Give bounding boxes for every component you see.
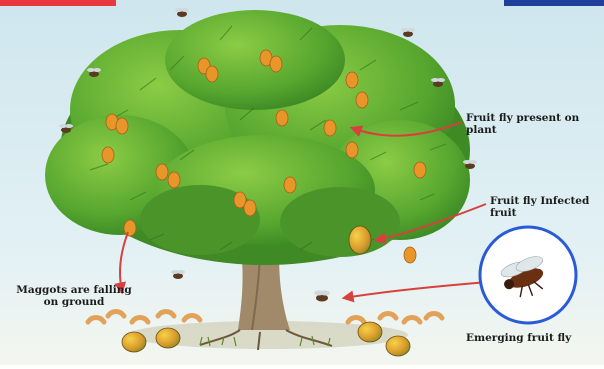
accent-bar-blue	[504, 0, 604, 6]
emerging-fly-inset	[480, 227, 576, 323]
label-fruit-fly-present: Fruit fly present on plant	[466, 112, 604, 136]
label-maggots-line2: on ground	[14, 296, 134, 308]
infected-fruit	[349, 226, 371, 254]
accent-bar-red	[0, 0, 116, 6]
label-maggots-line1: Maggots are falling	[14, 284, 134, 296]
label-emerging-fly: Emerging fruit fly	[466, 332, 571, 344]
label-maggots: Maggots are falling on ground	[14, 284, 134, 308]
label-fruit-fly-infected: Fruit fly Infected fruit	[490, 195, 604, 219]
